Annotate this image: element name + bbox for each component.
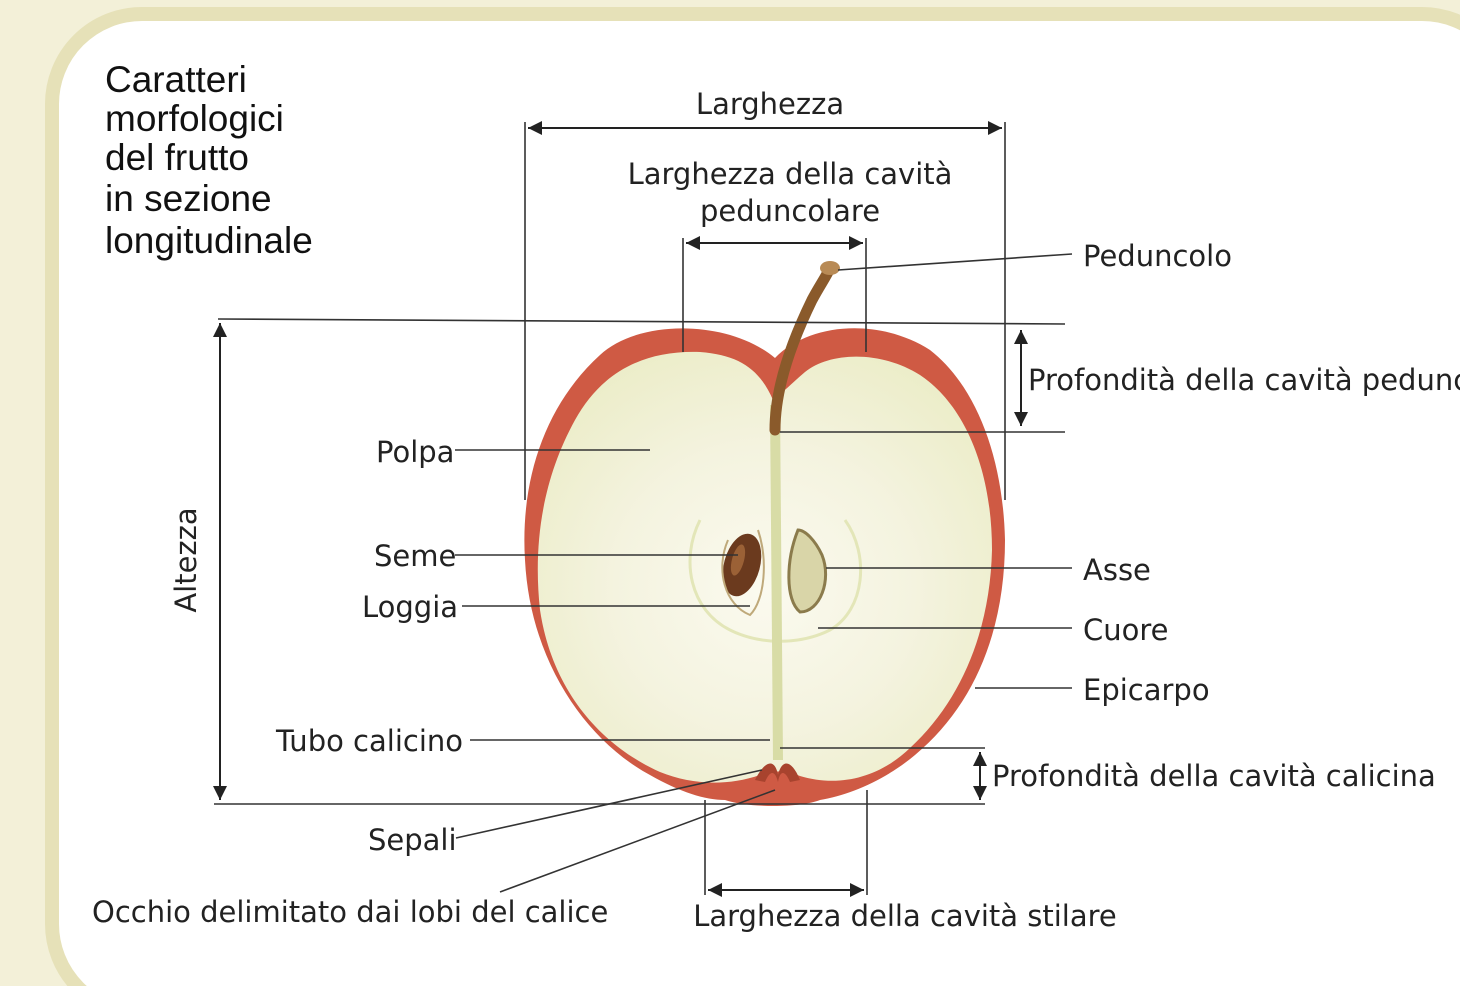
label-profondita-peduncolare: Profondità della cavità peduncolare: [1028, 363, 1460, 397]
title-line-3: del frutto: [105, 137, 249, 178]
label-larghezza-cavita: Larghezza della cavità: [628, 157, 953, 191]
title-line-4: in sezione: [105, 178, 272, 219]
axis-line: [775, 405, 778, 760]
label-sepali: Sepali: [368, 823, 457, 857]
label-occhio: Occhio delimitato dai lobi del calice: [92, 895, 608, 929]
label-seme: Seme: [374, 539, 456, 573]
label-larghezza: Larghezza: [696, 87, 844, 121]
label-larghezza-cavita-2: peduncolare: [700, 194, 880, 228]
label-cuore: Cuore: [1083, 613, 1169, 647]
label-epicarpo: Epicarpo: [1083, 673, 1210, 707]
stem-tip: [820, 261, 840, 275]
label-larghezza-stilare: Larghezza della cavità stilare: [693, 899, 1117, 933]
label-loggia: Loggia: [362, 590, 458, 624]
label-tubo-calicino: Tubo calicino: [275, 724, 463, 758]
label-peduncolo: Peduncolo: [1083, 239, 1232, 273]
label-asse: Asse: [1083, 553, 1151, 587]
title-line-2: morfologici: [105, 98, 284, 139]
label-altezza: Altezza: [169, 507, 203, 612]
title-line-1: Caratteri: [105, 59, 247, 100]
label-profondita-calicina: Profondità della cavità calicina: [992, 759, 1436, 793]
label-polpa: Polpa: [376, 435, 454, 469]
title-line-5: longitudinale: [105, 220, 313, 261]
